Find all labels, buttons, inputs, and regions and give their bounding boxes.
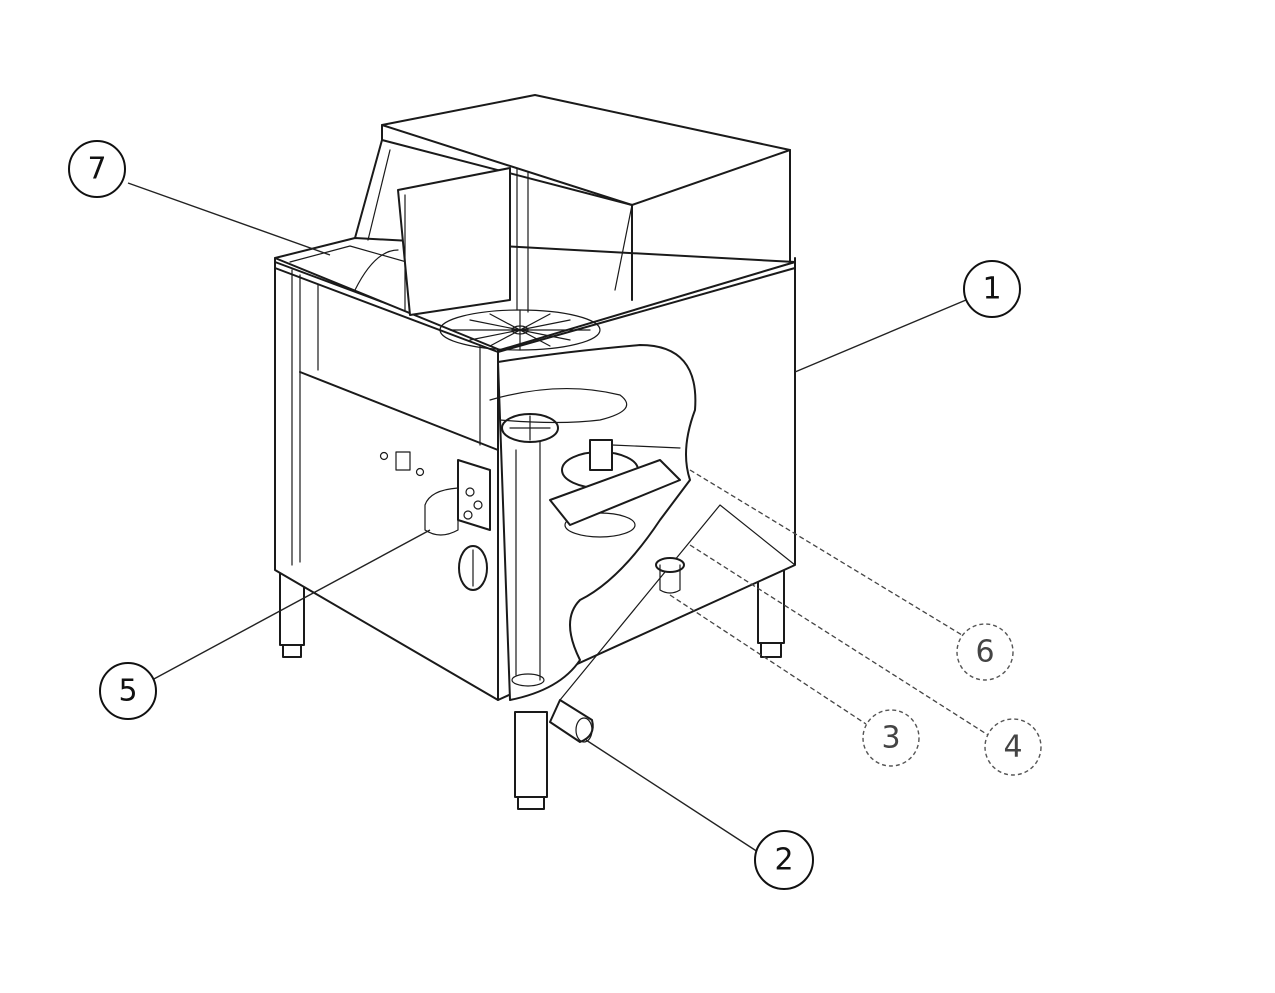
svg-text:6: 6 [975, 635, 994, 670]
callout-3: 3 [862, 709, 920, 767]
callout-6: 6 [956, 623, 1014, 681]
svg-text:1: 1 [982, 272, 1001, 307]
callout-4: 4 [984, 718, 1042, 776]
callout-7: 7 [68, 140, 126, 198]
leader-3 [669, 594, 867, 725]
callout-2: 2 [754, 830, 814, 890]
cutaway-internals [489, 344, 697, 701]
inlet-pipe [549, 699, 594, 743]
leader-2 [585, 739, 759, 853]
leader-4 [689, 544, 989, 736]
leader-1 [794, 299, 967, 373]
leader-6 [689, 469, 963, 636]
svg-text:4: 4 [1003, 730, 1022, 765]
leader-7 [127, 182, 331, 256]
svg-text:2: 2 [774, 843, 793, 878]
svg-text:7: 7 [87, 152, 106, 187]
control-panel [424, 459, 491, 591]
leader-lines [127, 182, 989, 853]
hood [354, 94, 791, 316]
svg-text:5: 5 [118, 674, 137, 709]
callout-1: 1 [963, 260, 1021, 318]
callout-5: 5 [99, 662, 157, 720]
svg-text:3: 3 [881, 721, 900, 756]
leg-front [514, 711, 548, 810]
leader-5 [151, 529, 431, 681]
